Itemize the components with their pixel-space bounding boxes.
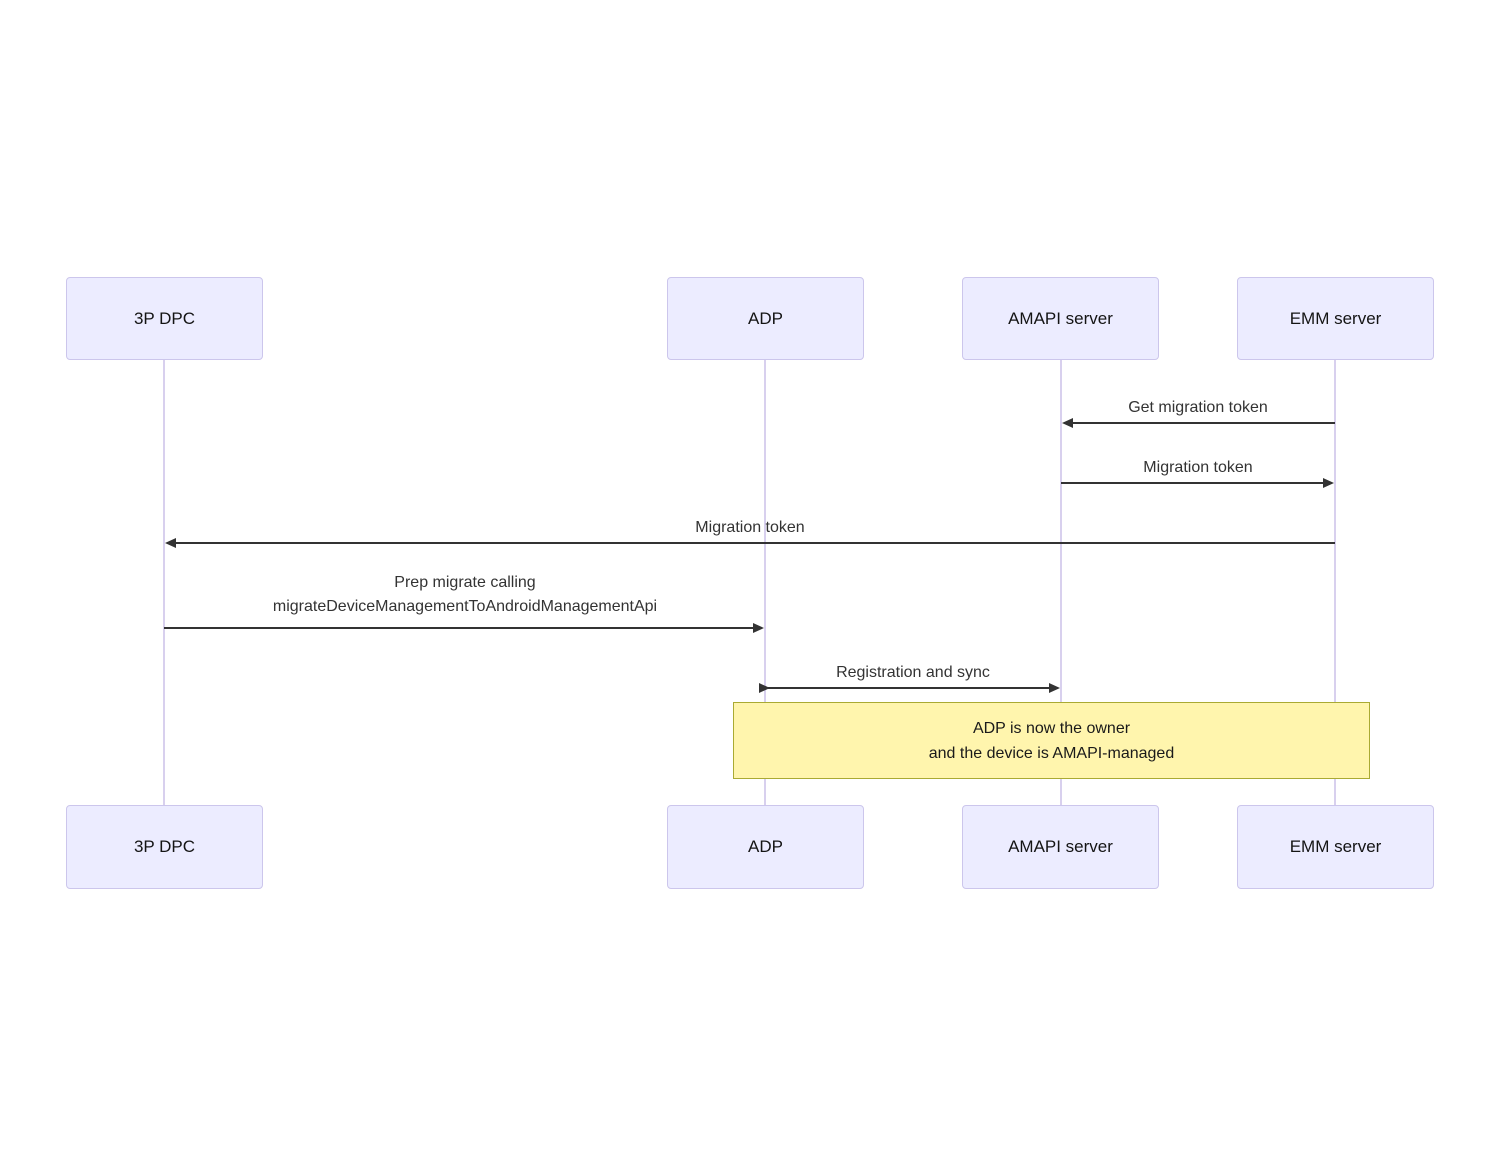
- actor-top-emm-server: EMM server: [1237, 277, 1434, 360]
- note-line2: and the device is AMAPI-managed: [928, 744, 1175, 762]
- message-label-migration-token-to-3p-dpc: Migration token: [695, 519, 805, 536]
- message-label-prep-migrate-line2: migrateDeviceManagementToAndroidManageme…: [272, 598, 658, 615]
- actor-top-amapi-server: AMAPI server: [962, 277, 1159, 360]
- message-label-migration-token-to-emm: Migration token: [1143, 459, 1253, 476]
- actor-top-3p-dpc: 3P DPC: [66, 277, 263, 360]
- actor-label-amapi-server: AMAPI server: [1008, 837, 1113, 856]
- lifeline-adp: [764, 360, 766, 805]
- actor-label-adp: ADP: [748, 308, 783, 328]
- actor-label-emm-server: EMM server: [1289, 837, 1382, 856]
- actor-bottom-adp: ADP: [667, 805, 864, 889]
- actor-label-amapi-server: AMAPI server: [1008, 308, 1113, 328]
- note-line1: ADP is now the owner: [972, 719, 1131, 737]
- message-label-get-migration-token: Get migration token: [1128, 399, 1268, 416]
- actor-bottom-3p-dpc: 3P DPC: [66, 805, 263, 889]
- lifeline-emm-server: [1334, 360, 1336, 805]
- lifeline-3p-dpc: [163, 360, 165, 805]
- message-label-prep-migrate-line1: Prep migrate calling: [394, 574, 536, 591]
- note-adp-owner: ADP is now the owner and the device is A…: [733, 702, 1370, 779]
- lifeline-amapi-server: [1060, 360, 1062, 805]
- actor-label-emm-server: EMM server: [1289, 308, 1382, 328]
- actor-label-3p-dpc: 3P DPC: [133, 308, 196, 328]
- actor-label-3p-dpc: 3P DPC: [133, 837, 196, 856]
- message-label-prep-migrate: Prep migrate calling migrateDeviceManage…: [273, 571, 657, 619]
- message-label-registration-and-sync: Registration and sync: [836, 664, 990, 681]
- actor-bottom-emm-server: EMM server: [1237, 805, 1434, 889]
- actor-top-adp: ADP: [667, 277, 864, 360]
- actor-bottom-amapi-server: AMAPI server: [962, 805, 1159, 889]
- actor-label-adp: ADP: [748, 837, 783, 856]
